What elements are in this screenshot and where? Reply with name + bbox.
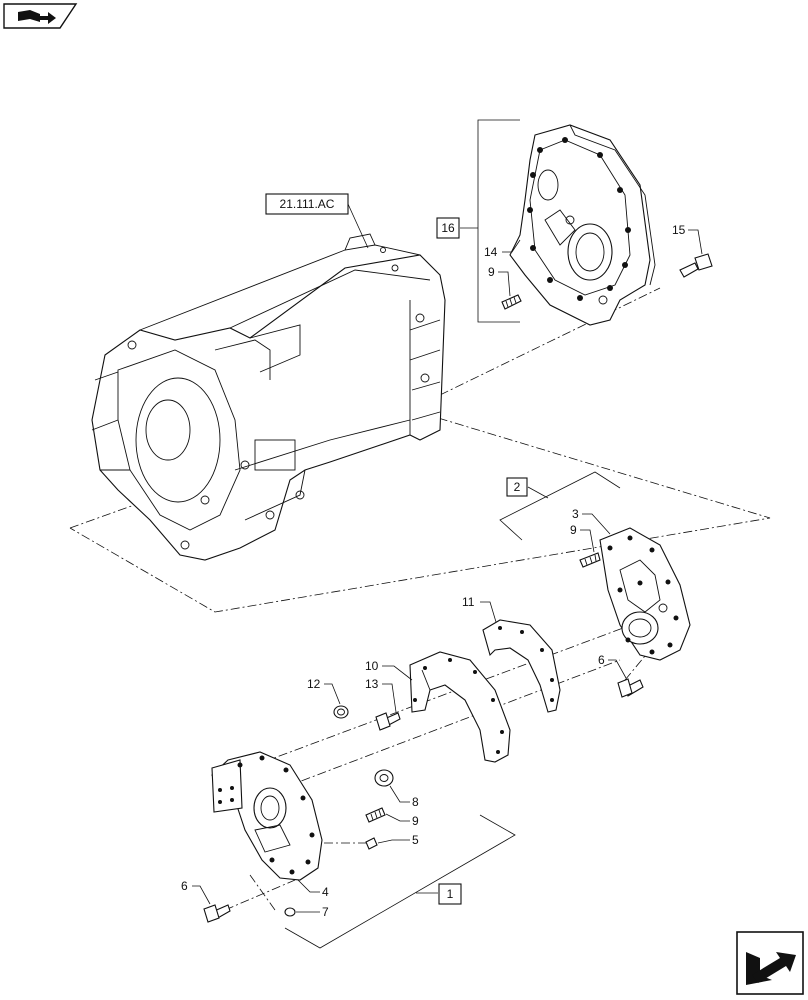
pin-5 — [365, 837, 378, 850]
callout-11[interactable]: 11 — [462, 595, 497, 623]
group-box-1[interactable]: 1 — [438, 883, 462, 905]
svg-text:6: 6 — [181, 879, 188, 893]
stud-9-upper — [501, 294, 522, 310]
shim-11 — [482, 619, 561, 713]
callout-4[interactable]: 4 — [297, 879, 329, 899]
callout-10[interactable]: 10 — [365, 659, 413, 681]
arrow-out-of-box-icon[interactable] — [736, 931, 804, 995]
svg-text:9: 9 — [570, 523, 577, 537]
group-box-2[interactable]: 2 — [506, 477, 528, 497]
callout-14[interactable]: 14 — [484, 239, 521, 259]
svg-text:13: 13 — [365, 677, 379, 691]
bushing-8 — [374, 769, 394, 787]
callout-9-middle[interactable]: 9 — [570, 523, 595, 553]
callout-8[interactable]: 8 — [389, 785, 419, 809]
rear-cover-plate-14 — [509, 124, 656, 326]
stud-9-lower — [365, 807, 386, 823]
svg-text:15: 15 — [672, 223, 686, 237]
svg-text:9: 9 — [412, 814, 419, 828]
svg-text:16: 16 — [441, 221, 455, 235]
group-bracket-16 — [460, 119, 520, 323]
svg-text:2: 2 — [514, 480, 521, 494]
callout-9-lower[interactable]: 9 — [385, 813, 419, 828]
svg-text:9: 9 — [488, 265, 495, 279]
svg-text:8: 8 — [412, 795, 419, 809]
svg-text:21.111.AC: 21.111.AC — [280, 197, 335, 211]
plate-3 — [599, 527, 691, 661]
group-box-16[interactable]: 16 — [436, 217, 460, 239]
callout-7[interactable]: 7 — [296, 905, 329, 919]
callout-15[interactable]: 15 — [672, 223, 703, 255]
svg-text:6: 6 — [598, 653, 605, 667]
group-bracket-2 — [499, 471, 621, 541]
book-with-arrow-icon[interactable] — [3, 3, 78, 29]
callout-12[interactable]: 12 — [307, 677, 341, 705]
bolt-6-right — [617, 678, 644, 698]
transmission-housing — [91, 233, 446, 561]
svg-text:7: 7 — [322, 905, 329, 919]
callout-5[interactable]: 5 — [377, 833, 419, 847]
svg-text:3: 3 — [572, 507, 579, 521]
svg-text:4: 4 — [322, 885, 329, 899]
callout-13[interactable]: 13 — [365, 677, 397, 713]
group-bracket-1 — [284, 814, 516, 949]
svg-text:5: 5 — [412, 833, 419, 847]
bolt-6-left — [203, 904, 231, 923]
stud-9-middle — [579, 552, 601, 568]
callout-3[interactable]: 3 — [572, 507, 611, 535]
reference-box-21-111-ac[interactable]: 21.111.AC — [265, 193, 369, 249]
o-ring-7 — [284, 907, 296, 917]
callout-6-left[interactable]: 6 — [181, 879, 211, 905]
svg-text:14: 14 — [484, 245, 498, 259]
svg-text:11: 11 — [462, 595, 475, 609]
svg-text:10: 10 — [365, 659, 379, 673]
ring-10 — [409, 651, 511, 763]
svg-text:1: 1 — [447, 887, 454, 901]
front-plate-4 — [211, 751, 323, 881]
svg-text:12: 12 — [307, 677, 321, 691]
clip-12 — [333, 705, 349, 719]
callout-6-right[interactable]: 6 — [598, 653, 627, 679]
bolt-13 — [375, 712, 401, 731]
callout-9-upper[interactable]: 9 — [488, 265, 511, 297]
bolt-15 — [679, 253, 713, 278]
